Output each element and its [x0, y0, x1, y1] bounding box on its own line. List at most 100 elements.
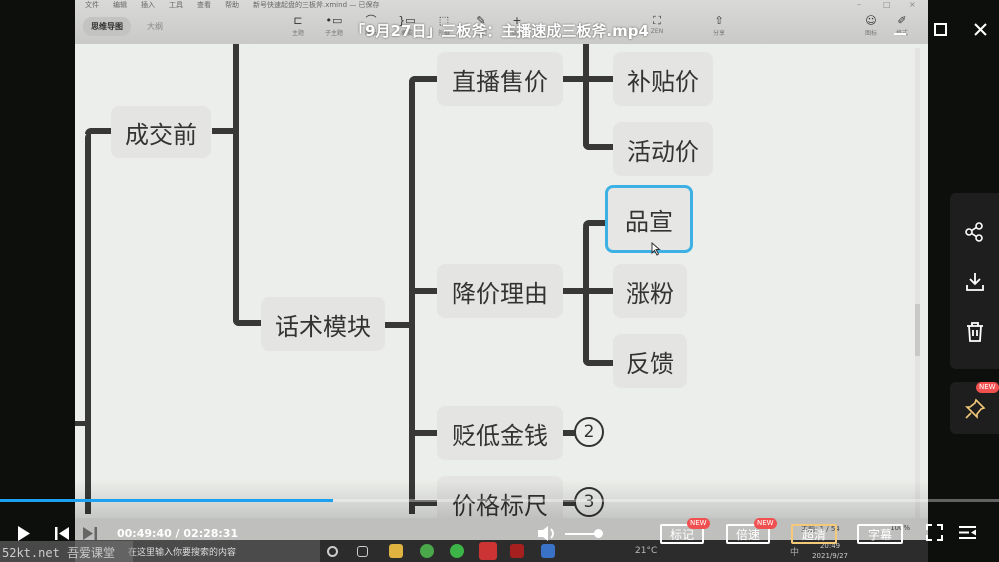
close-icon: × — [909, 0, 916, 9]
menu-view: 查看 — [197, 1, 211, 9]
node-before-deal[interactable]: 成交前 — [111, 106, 211, 158]
tool-share: ⇧分享 — [701, 14, 737, 37]
topic-count: 主题: 1 / 54 — [801, 525, 840, 533]
count-badge: 2 — [574, 417, 604, 447]
maximize-player-icon[interactable] — [934, 23, 947, 36]
xmind-icon — [479, 542, 497, 560]
menu-bar: 文件 编辑 插入 工具 查看 帮助 新号快速起盘的三板斧.xmind — 已保存 — [85, 0, 379, 12]
maximize-icon: □ — [883, 0, 891, 9]
connector — [409, 76, 415, 514]
wechat-icon — [450, 544, 464, 558]
play-icon[interactable] — [17, 525, 31, 542]
node-subsidy-price[interactable]: 补贴价 — [613, 52, 713, 106]
zen-icon: ⛶ — [653, 14, 661, 27]
mark-button[interactable]: 标记 — [660, 524, 704, 544]
task-view-icon — [357, 546, 368, 557]
node-script-module[interactable]: 话术模块 — [261, 297, 385, 351]
wps-icon — [510, 544, 524, 558]
fullscreen-icon[interactable] — [926, 524, 943, 541]
tool-summary: }▭概要 — [389, 14, 425, 37]
node-product-promo[interactable]: 品宣 — [605, 185, 693, 253]
connector — [233, 320, 261, 326]
connector — [409, 430, 437, 436]
tool-note: ✎笔记 — [463, 14, 499, 37]
connector — [409, 76, 437, 82]
zoom-level: 100% — [890, 524, 911, 532]
connector — [583, 360, 613, 366]
node-gain-fans[interactable]: 涨粉 — [613, 264, 687, 318]
time-display: 00:49:40 / 02:28:31 — [117, 527, 239, 540]
tool-subtopic: •▭子主题 — [316, 14, 352, 37]
smiley-icon: ☺ — [865, 14, 877, 27]
connector — [212, 128, 236, 134]
connector — [385, 322, 413, 328]
node-event-price[interactable]: 活动价 — [613, 122, 713, 176]
minimize-player-icon[interactable] — [894, 23, 906, 35]
previous-icon[interactable] — [54, 526, 70, 541]
new-badge: NEW — [976, 382, 999, 393]
pin-panel: NEW — [950, 382, 999, 434]
connector — [233, 44, 239, 326]
note-icon: ✎ — [476, 14, 486, 27]
download-icon[interactable] — [964, 271, 986, 293]
progress-bar[interactable] — [0, 499, 999, 502]
menu-insert: 插入 — [141, 1, 155, 9]
share-icon[interactable] — [964, 221, 986, 243]
minimize-icon: – — [857, 0, 861, 9]
subtitle-button[interactable]: 字幕 — [857, 524, 903, 544]
connector — [583, 44, 589, 150]
side-action-panel — [950, 193, 999, 369]
speed-button[interactable]: 倍速 — [726, 524, 770, 544]
progress-fill — [0, 499, 333, 502]
menu-tools: 工具 — [169, 1, 183, 9]
tool-relationship: ⌒联系 — [353, 14, 389, 37]
windows-taskbar: 在这里输入你要搜索的内容 21°C 中 20:49 2021/9/27 — [75, 540, 928, 562]
new-badge: NEW — [754, 518, 777, 529]
connector — [583, 220, 613, 226]
scrollbar-thumb[interactable] — [915, 304, 920, 356]
connector — [409, 288, 437, 294]
tool-icon: ☺图标 — [853, 14, 889, 37]
count-badge: 3 — [574, 487, 604, 517]
new-badge: NEW — [687, 518, 710, 529]
tool-topic: ⊏主题 — [280, 14, 316, 37]
view-tabs: 思维导图 大纲 — [83, 17, 171, 36]
volume-icon[interactable] — [537, 525, 557, 542]
connector — [85, 128, 113, 134]
connector — [75, 421, 87, 426]
node-devalue-money[interactable]: 贬低金钱 — [437, 406, 563, 460]
brush-icon: ✐ — [897, 14, 907, 27]
canvas-scrollbar[interactable] — [915, 48, 920, 518]
subtopic-icon: •▭ — [325, 14, 343, 27]
mouse-cursor-icon — [651, 242, 661, 256]
delete-icon[interactable] — [964, 321, 986, 343]
next-icon[interactable] — [82, 526, 98, 541]
pin-icon[interactable] — [964, 398, 986, 420]
xmind-statusbar: 主题: 1 / 54 100% — [75, 518, 928, 540]
menu-help: 帮助 — [225, 1, 239, 9]
weather: 21°C — [635, 546, 658, 556]
file-explorer-icon — [389, 544, 403, 558]
node-price-cut-reason[interactable]: 降价理由 — [437, 264, 563, 318]
app-icon — [541, 544, 555, 558]
connector — [583, 222, 589, 366]
close-player-icon[interactable] — [974, 23, 987, 36]
quality-button[interactable]: 超清 — [791, 524, 837, 544]
volume-knob[interactable] — [594, 529, 603, 538]
mindmap-canvas: 成交前 话术模块 直播售价 补贴价 活动价 降价理由 — [75, 44, 928, 530]
watermark: 52kt.net 吾爱课堂 — [0, 541, 133, 562]
video-title: 「9月27日」三板斧：主播速成三板斧.mp4 — [350, 22, 649, 40]
playlist-icon[interactable] — [958, 525, 977, 540]
tool-zen: ⛶ZEN — [639, 14, 675, 35]
node-feedback[interactable]: 反馈 — [613, 334, 687, 388]
document-title: 新号快速起盘的三板斧.xmind — 已保存 — [253, 1, 380, 9]
boundary-icon: ⬚ — [438, 14, 450, 27]
video-frame[interactable]: 文件 编辑 插入 工具 查看 帮助 新号快速起盘的三板斧.xmind — 已保存… — [75, 0, 928, 562]
summary-icon: }▭ — [398, 14, 416, 27]
volume-slider[interactable] — [565, 533, 600, 535]
node-live-price[interactable]: 直播售价 — [437, 52, 563, 106]
connector — [563, 500, 575, 506]
connector — [409, 500, 437, 506]
browser-icon — [420, 544, 434, 558]
